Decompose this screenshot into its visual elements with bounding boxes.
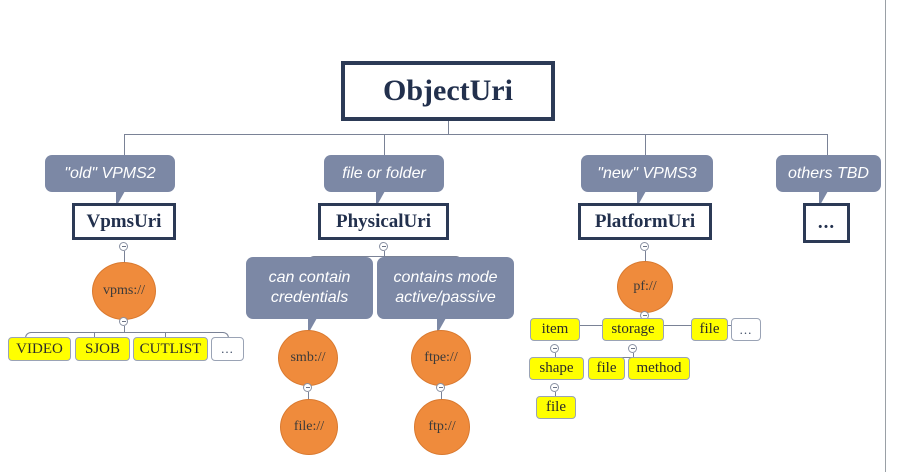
note-text: file or folder — [342, 164, 426, 182]
collapse-handle-item[interactable] — [550, 344, 559, 353]
note-tail-1 — [116, 191, 125, 207]
connector-bus-top — [124, 134, 827, 135]
class-box-objecturi[interactable]: ObjectUri — [341, 61, 555, 121]
note-contains-mode: contains mode active/passive — [377, 257, 514, 319]
collapse-handle-shape[interactable] — [550, 383, 559, 392]
leaf-box-sjob[interactable]: SJOB — [75, 337, 130, 361]
collapse-handle-smb[interactable] — [303, 383, 312, 392]
note-can-contain-credentials: can contain credentials — [246, 257, 373, 319]
connector-smb-stem — [308, 392, 309, 403]
note-old-vpms2: "old" VPMS2 — [45, 155, 175, 192]
note-tail-mode — [437, 318, 446, 334]
leaf-box-cutlist[interactable]: CUTLIST — [133, 337, 208, 361]
connector-vpms-drop-3 — [165, 332, 166, 340]
class-label: PlatformUri — [594, 210, 696, 232]
connector-vpms-drop-mid — [94, 332, 95, 340]
leaf-box-file-storage[interactable]: file — [588, 357, 625, 380]
class-label: ObjectUri — [383, 74, 513, 107]
note-text: contains mode active/passive — [393, 269, 498, 306]
ellipse-label: file:// — [293, 419, 325, 434]
ellipse-label: vpms:// — [102, 283, 145, 298]
class-label: VpmsUri — [86, 210, 162, 232]
note-text: "old" VPMS2 — [64, 164, 156, 182]
note-tail-4 — [819, 191, 828, 207]
note-tail-3 — [637, 191, 646, 207]
leaf-label: VIDEO — [16, 340, 63, 357]
class-box-vpmsuri[interactable]: VpmsUri — [72, 203, 176, 240]
leaf-box-item[interactable]: item — [530, 318, 580, 341]
collapse-handle-ftpe[interactable] — [436, 383, 445, 392]
leaf-box-storage[interactable]: storage — [602, 318, 664, 341]
connector-item-stem — [555, 353, 556, 359]
note-file-or-folder: file or folder — [324, 155, 444, 192]
leaf-label: file — [699, 321, 720, 337]
leaf-box-video[interactable]: VIDEO — [8, 337, 71, 361]
leaf-box-shape[interactable]: shape — [529, 357, 584, 380]
ellipse-smb-scheme[interactable]: smb:// — [278, 330, 338, 386]
connector-drop-1 — [124, 134, 125, 157]
leaf-label: file — [546, 399, 566, 415]
class-label: ... — [817, 212, 836, 233]
ellipse-label: pf:// — [633, 279, 657, 294]
class-box-physicaluri[interactable]: PhysicalUri — [318, 203, 449, 240]
collapse-handle-vpms[interactable] — [119, 317, 128, 326]
connector-drop-2 — [384, 134, 385, 157]
connector-platformuri-stem — [645, 251, 646, 263]
collapse-handle-storage[interactable] — [628, 344, 637, 353]
leaf-label: ... — [221, 341, 234, 356]
leaf-label: file — [596, 360, 617, 376]
note-new-vpms3: "new" VPMS3 — [581, 155, 713, 192]
leaf-box-file-pf[interactable]: file — [691, 318, 728, 341]
connector-drop-3 — [645, 134, 646, 157]
connector-ftpe-stem — [441, 392, 442, 403]
leaf-box-pf-more[interactable]: ... — [731, 318, 761, 341]
ellipse-label: ftp:// — [428, 419, 456, 434]
panel-divider — [885, 0, 886, 472]
connector-drop-4 — [827, 134, 828, 157]
note-text: "new" VPMS3 — [597, 164, 697, 182]
class-label: PhysicalUri — [336, 210, 431, 232]
connector-shape-stem — [555, 392, 556, 398]
leaf-label: storage — [611, 321, 655, 337]
ellipse-ftpe-scheme[interactable]: ftpe:// — [411, 330, 471, 386]
ellipse-label: smb:// — [290, 350, 326, 365]
leaf-label: item — [541, 321, 569, 337]
connector-vpms-stem — [124, 326, 125, 332]
leaf-box-file-shape[interactable]: file — [536, 396, 576, 419]
leaf-label: ... — [739, 321, 753, 337]
note-text: others TBD — [788, 164, 869, 182]
leaf-label: shape — [539, 360, 574, 376]
leaf-label: SJOB — [84, 340, 121, 357]
connector-physicaluri-stem — [384, 251, 385, 256]
collapse-handle-vpmsuri[interactable] — [119, 242, 128, 251]
connector-root-stem — [448, 121, 449, 134]
connector-vpms-bus — [25, 332, 229, 341]
note-others-tbd: others TBD — [776, 155, 881, 192]
leaf-label: method — [636, 360, 682, 376]
ellipse-pf-scheme[interactable]: pf:// — [617, 261, 673, 313]
ellipse-ftp-scheme[interactable]: ftp:// — [414, 399, 470, 455]
note-tail-2 — [376, 191, 385, 207]
leaf-box-method[interactable]: method — [628, 357, 690, 380]
connector-storage-stem — [633, 353, 634, 357]
leaf-label: CUTLIST — [139, 340, 202, 357]
ellipse-file-scheme[interactable]: file:// — [280, 399, 338, 455]
note-text: can contain credentials — [268, 269, 351, 306]
leaf-box-vpms-more[interactable]: ... — [211, 337, 244, 361]
ellipse-vpms-scheme[interactable]: vpms:// — [92, 262, 156, 320]
ellipse-label: ftpe:// — [424, 350, 458, 365]
connector-vpmsuri-stem — [124, 251, 125, 264]
class-box-others[interactable]: ... — [803, 203, 850, 243]
class-box-platformuri[interactable]: PlatformUri — [578, 203, 712, 240]
collapse-handle-physicaluri[interactable] — [379, 242, 388, 251]
note-tail-credentials — [308, 318, 317, 334]
collapse-handle-platformuri[interactable] — [640, 242, 649, 251]
